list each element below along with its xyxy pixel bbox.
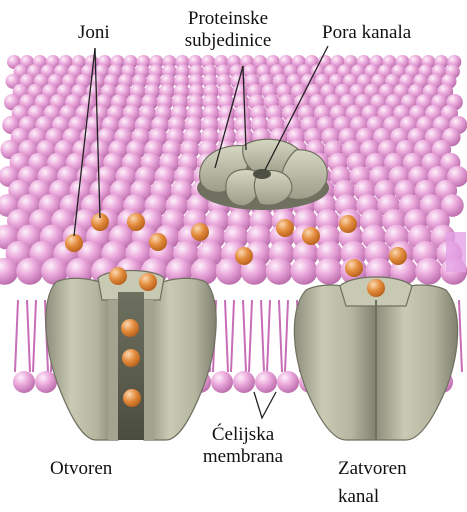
lipid-head-bottom [233, 371, 255, 393]
label-open: Otvoren [50, 458, 112, 480]
ion [127, 213, 145, 231]
ion [123, 389, 141, 407]
lipid-tail [285, 300, 288, 372]
label-closed-line2: kanal [338, 480, 407, 508]
ion [122, 349, 140, 367]
ion [339, 215, 357, 233]
ion [367, 279, 385, 297]
lipid-tail [459, 300, 462, 372]
label-cell-membrane-line2: membrana [188, 446, 298, 468]
closed-channel [294, 277, 457, 440]
ion [109, 267, 127, 285]
lipid-head-bottom [277, 371, 299, 393]
ion [139, 273, 157, 291]
lipid-tail [267, 300, 270, 372]
lipid-tail [249, 300, 252, 372]
lipid-tail [243, 300, 246, 372]
label-closed-line1: Zatvoren [338, 458, 407, 480]
ion [149, 233, 167, 251]
ion [302, 227, 320, 245]
lipid-head [266, 258, 293, 285]
label-protein-subunits: Proteinske subjedinice [168, 8, 288, 52]
lipid-tail [33, 300, 36, 372]
lipid-head-bottom [255, 371, 277, 393]
lipid-head-bottom [13, 371, 35, 393]
leader-membrane [254, 392, 276, 418]
ion [121, 319, 139, 337]
lipid-tail [261, 300, 264, 372]
lipid-tail [231, 300, 234, 372]
label-closed-channel: Zatvoren kanal [338, 458, 407, 508]
edge-artifact [446, 232, 466, 272]
lipid-head [16, 258, 43, 285]
ion [191, 223, 209, 241]
ion [276, 219, 294, 237]
label-cell-membrane: Ćelijska membrana [188, 424, 298, 468]
channel-pore [253, 169, 271, 179]
label-channel-pore: Pora kanala [322, 22, 411, 44]
ion [235, 247, 253, 265]
label-cell-membrane-line1: Ćelijska [188, 424, 298, 446]
label-protein-subunits-line2: subjedinice [168, 30, 288, 52]
lipid-tail [279, 300, 282, 372]
ion [65, 234, 83, 252]
label-ions: Joni [78, 22, 110, 44]
lipid-head [415, 258, 442, 285]
lipid-tail [27, 300, 30, 372]
ion [345, 259, 363, 277]
lipid-tail [225, 300, 228, 372]
lipid-head [291, 258, 318, 285]
label-protein-subunits-line1: Proteinske [168, 8, 288, 30]
ion [389, 247, 407, 265]
lipid-tail [15, 300, 18, 372]
lipid-head [316, 258, 343, 285]
lipid-head-bottom [211, 371, 233, 393]
lipid-head-bottom [35, 371, 57, 393]
